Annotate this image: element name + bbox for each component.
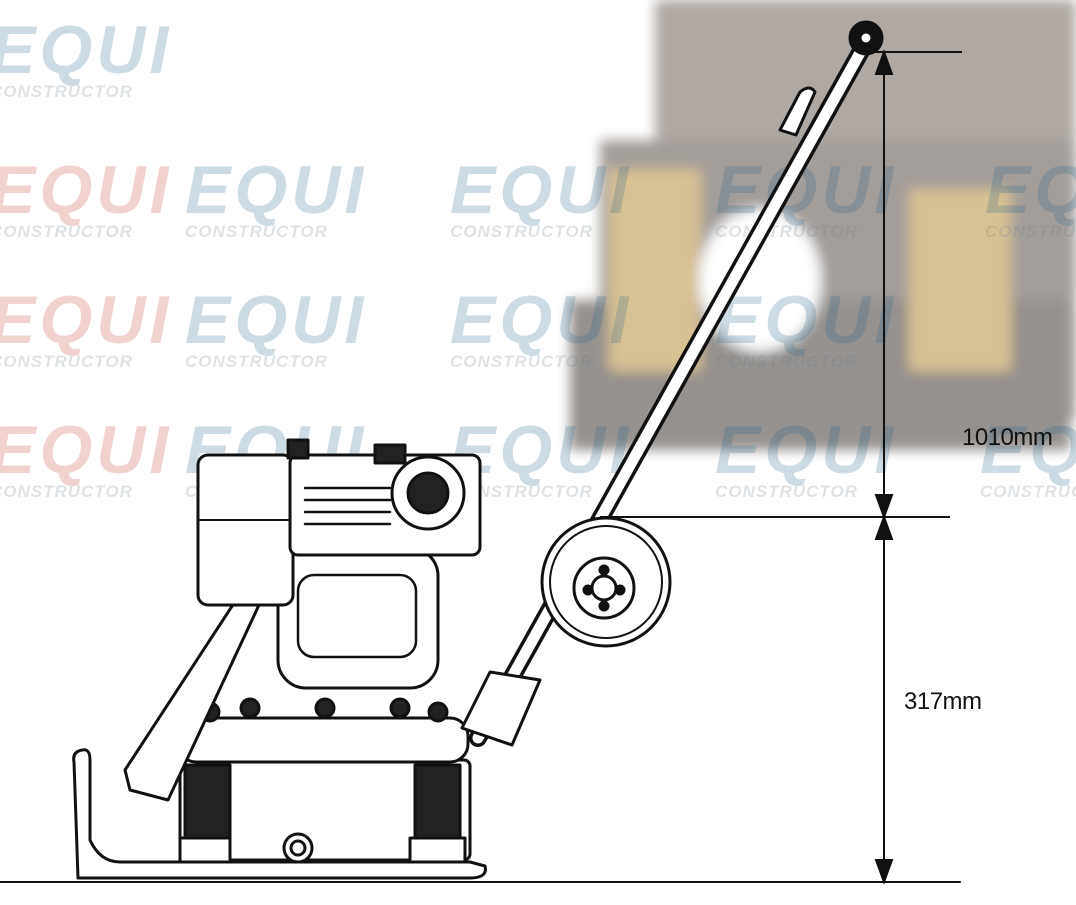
engine-panel [296, 573, 418, 659]
fuel-cap [286, 438, 310, 460]
handle-bracket [460, 670, 542, 747]
throttle-lever [778, 86, 817, 137]
mid-beam [176, 716, 470, 764]
spark-plug [373, 443, 407, 465]
dimension-lines [600, 49, 962, 885]
bolt [314, 697, 336, 719]
bolt [427, 701, 449, 723]
foot-right [408, 836, 467, 864]
handle-height-label: 1010mm [962, 424, 1053, 451]
bolt [239, 697, 261, 719]
foot-left [178, 836, 232, 864]
exciter-bolt-inner [289, 839, 307, 857]
bolt [389, 697, 411, 719]
arrow-down-icon [874, 494, 894, 520]
base-height-label: 317mm [904, 688, 982, 715]
cooling-fins [303, 486, 392, 526]
arrow-up-icon [874, 514, 894, 540]
arrow-down-icon [874, 859, 894, 885]
base-plate [72, 748, 487, 880]
arrow-up-icon [874, 49, 894, 75]
handle-bar [472, 36, 872, 744]
fuel-tank [196, 453, 295, 607]
handle-grip-inner [858, 30, 874, 46]
starter-hub [406, 471, 450, 515]
